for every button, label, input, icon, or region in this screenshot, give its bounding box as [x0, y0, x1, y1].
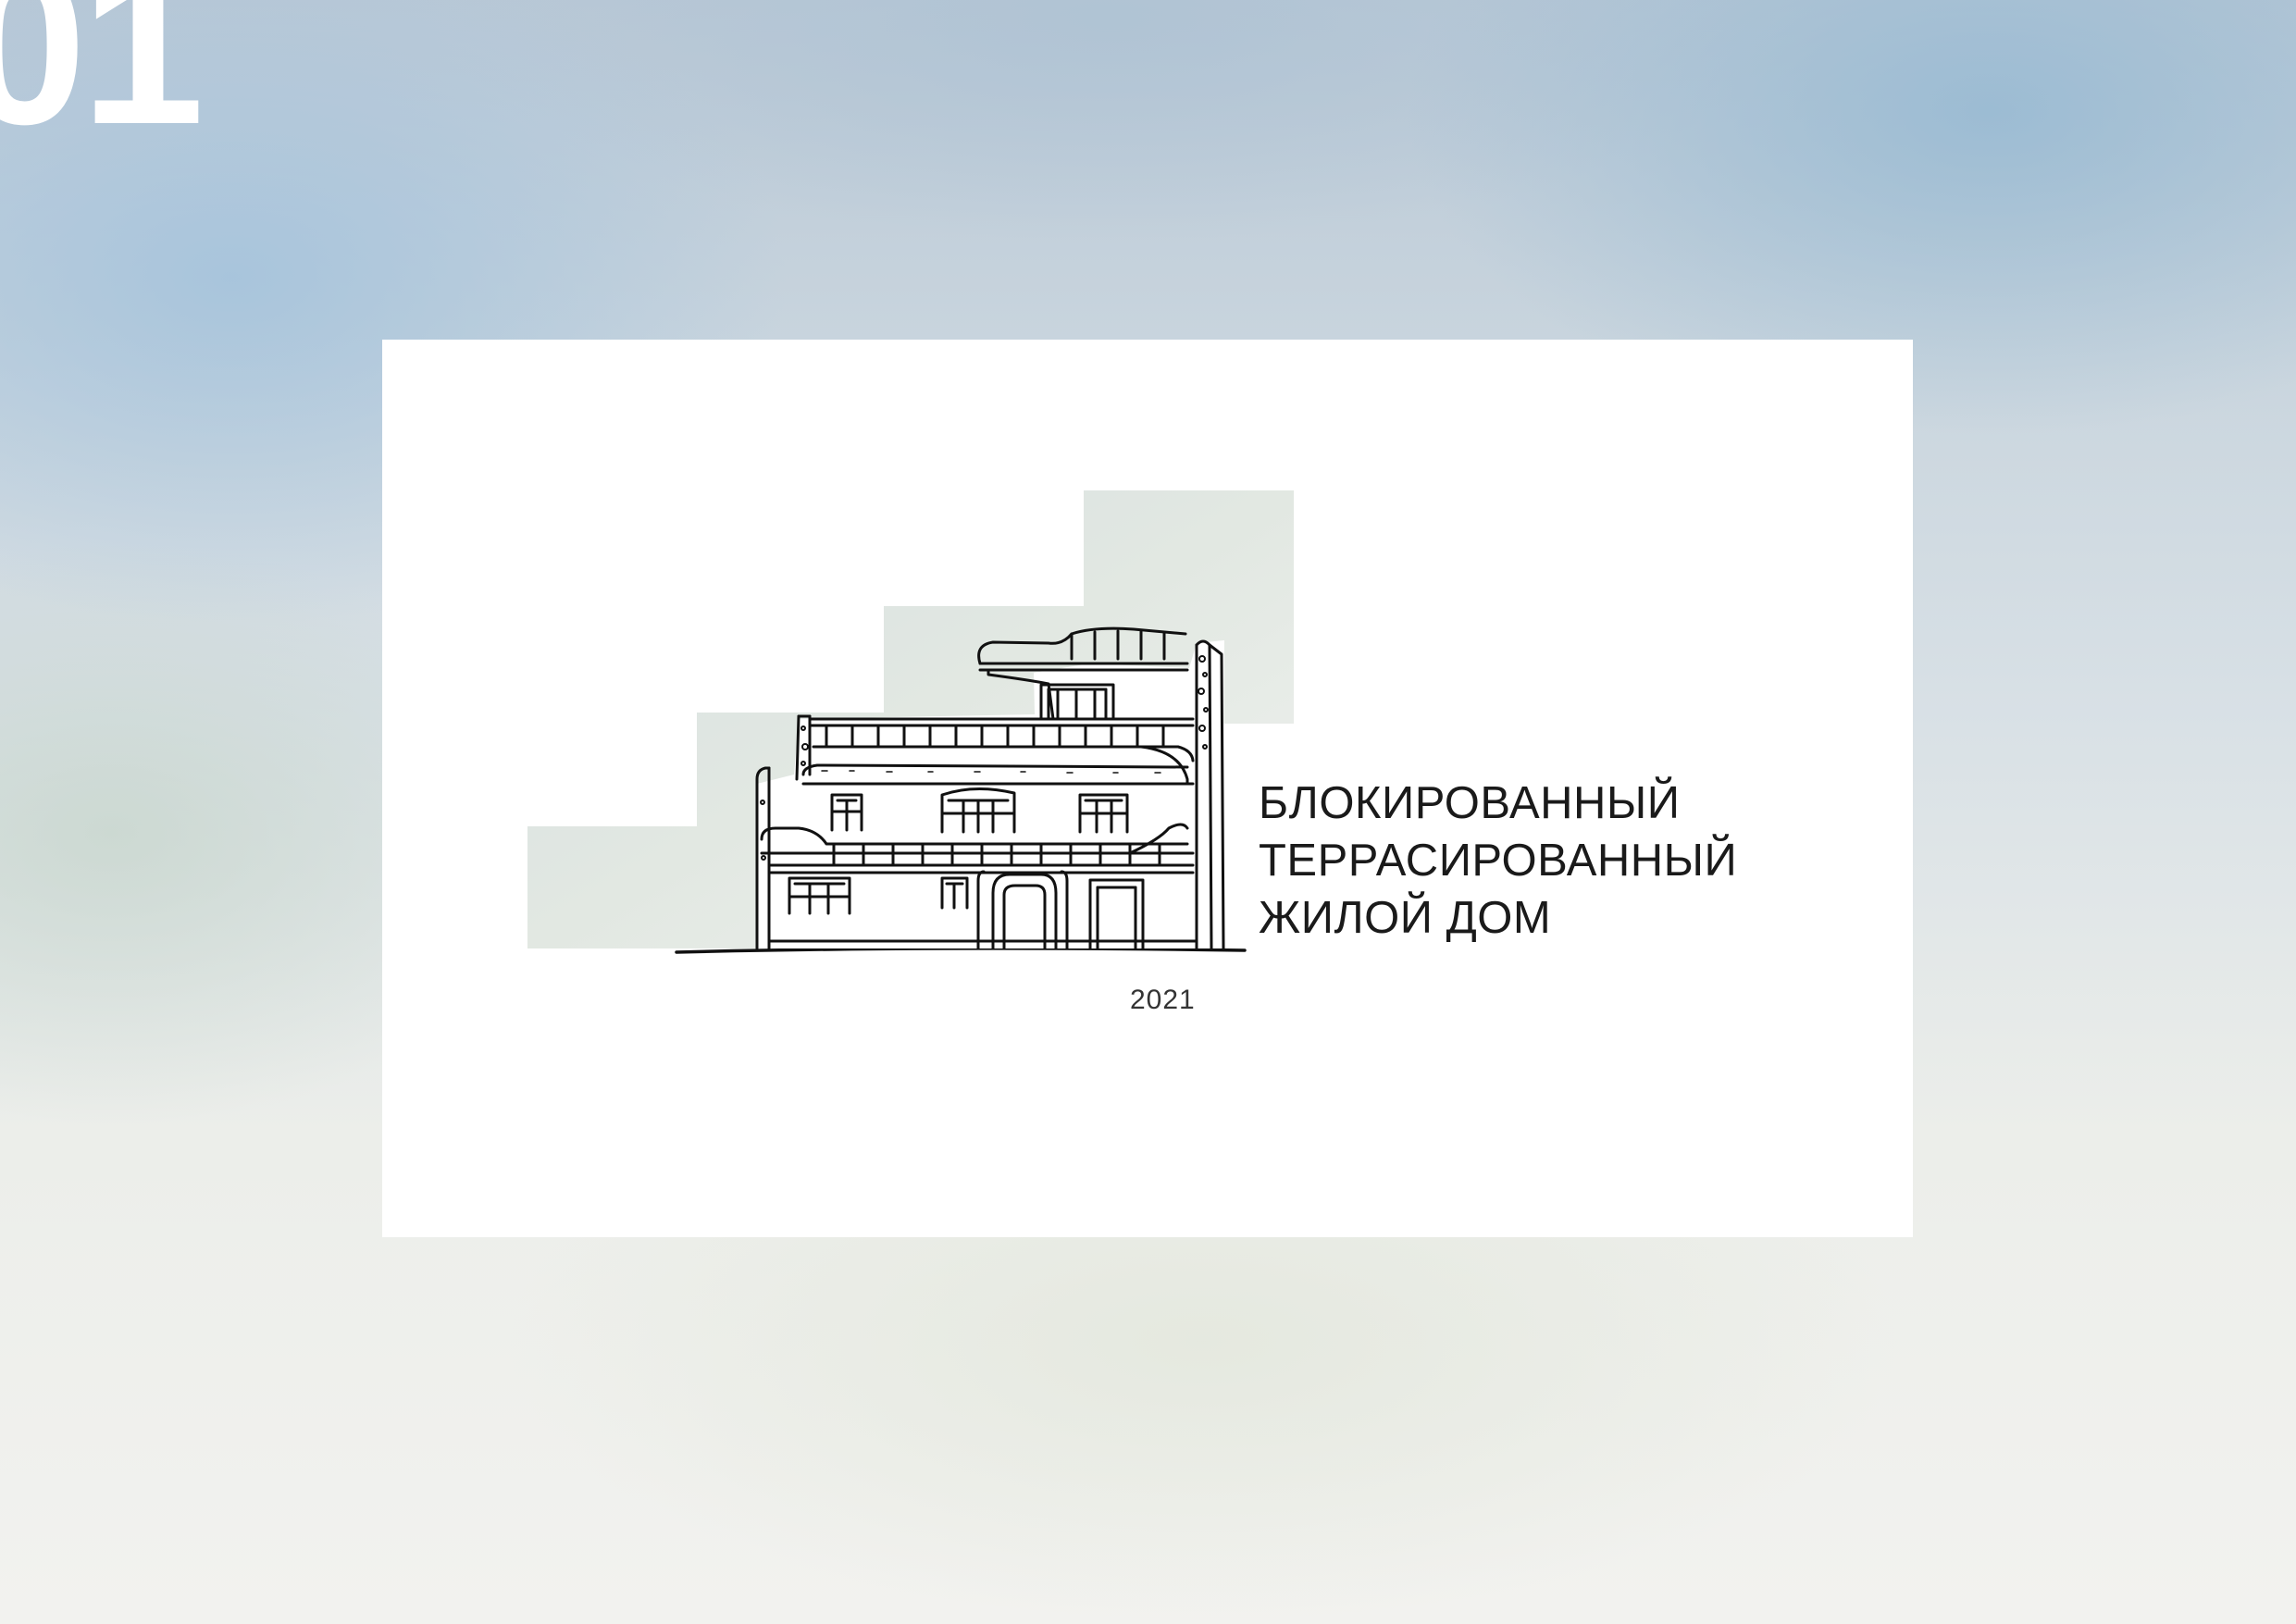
project-title-line: ТЕРРАСИРОВАННЫЙ — [1259, 836, 1738, 886]
terraced-house-sketch — [675, 626, 1247, 954]
project-title: БЛОКИРОВАННЫЙ ТЕРРАСИРОВАННЫЙ ЖИЛОЙ ДОМ — [1259, 775, 1737, 947]
project-year: 2021 — [1130, 985, 1196, 1015]
cover-card: БЛОКИРОВАННЫЙ ТЕРРАСИРОВАННЫЙ ЖИЛОЙ ДОМ … — [382, 340, 1913, 1237]
project-title-line: ЖИЛОЙ ДОМ — [1259, 893, 1552, 943]
page-number: 01 — [0, 0, 205, 170]
project-title-line: БЛОКИРОВАННЫЙ — [1259, 778, 1681, 828]
